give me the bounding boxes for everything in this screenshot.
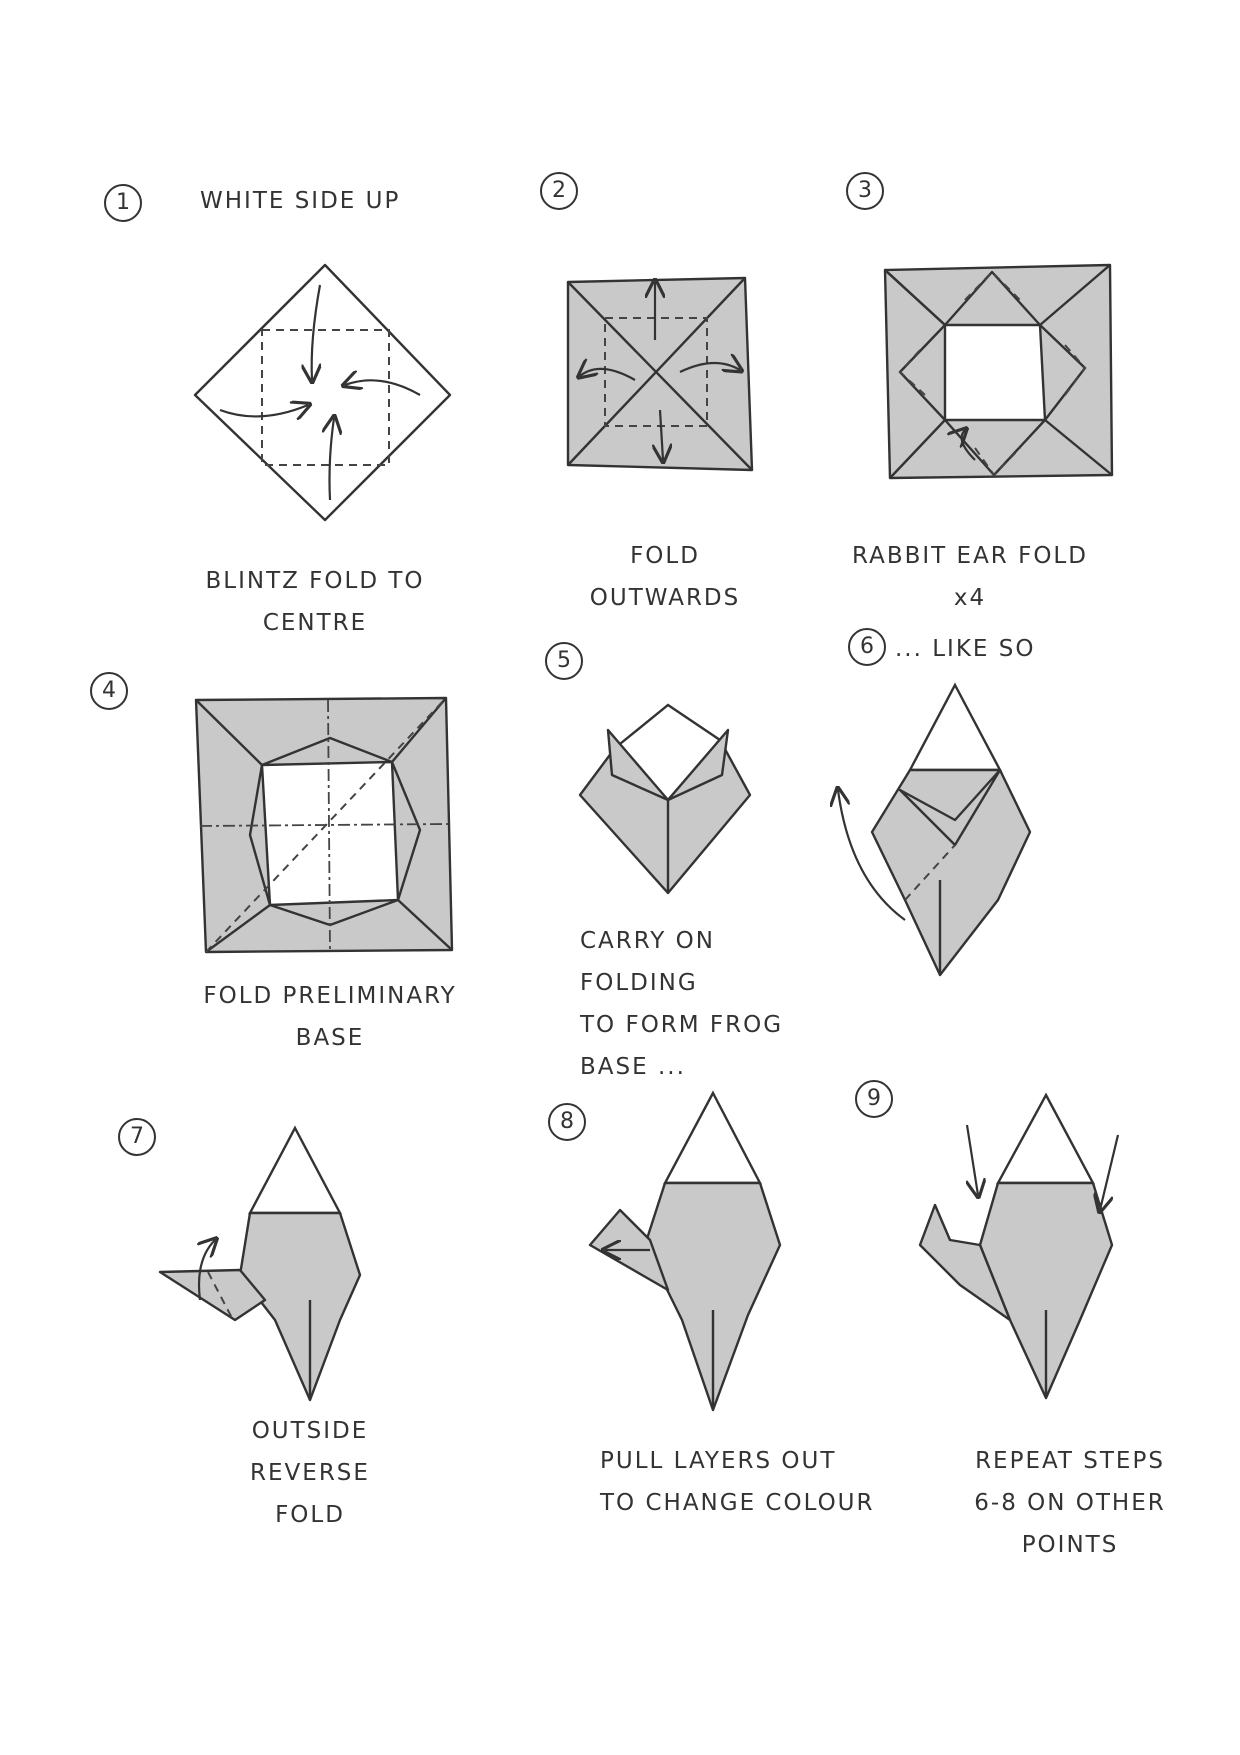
- blintz-crease-lines: [261, 329, 390, 466]
- unfold-arrow-right: [679, 363, 740, 372]
- rabbit-ear-arrow: [962, 430, 976, 461]
- step-5-number: 5: [545, 642, 583, 680]
- reverse-fold-arrow: [199, 1240, 215, 1301]
- step-8-number: 8: [548, 1103, 586, 1141]
- step-3-number: 3: [846, 172, 884, 210]
- step-2-caption: FOLD OUTWARDS: [589, 543, 741, 611]
- repeat-arrow-right: [1100, 1134, 1120, 1210]
- step-5-caption: CARRY ON FOLDING TO FORM FROG BASE ...: [580, 928, 784, 1080]
- step-7-number: 7: [118, 1118, 156, 1156]
- fold-arrow-top: [312, 284, 320, 380]
- upper-point: [995, 1092, 1096, 1185]
- fold-arrow-right: [345, 380, 421, 396]
- step-1-caption: BLINTZ FOLD TO CENTRE: [205, 568, 425, 636]
- mountain-crease-vertical: [327, 699, 331, 951]
- square-creases: [604, 317, 708, 427]
- step-3-caption: RABBIT EAR FOLD x4: [852, 543, 1088, 611]
- step-1-title: WHITE SIDE UP: [200, 188, 401, 214]
- repeat-arrow-left: [967, 1124, 978, 1195]
- step-7-caption: OUTSIDE REVERSE FOLD: [250, 1418, 370, 1528]
- step-4-number: 4: [90, 672, 128, 710]
- step-6-number: 6: [848, 628, 886, 666]
- step-9-number: 9: [855, 1080, 893, 1118]
- step-6-title: ... LIKE SO: [895, 636, 1036, 662]
- step-4-caption: FOLD PRELIMINARY BASE: [203, 983, 457, 1051]
- mountain-crease-horizontal: [199, 823, 449, 827]
- step-2-number: 2: [540, 172, 578, 210]
- left-leg-up: [918, 1203, 1012, 1322]
- step-9-caption: REPEAT STEPS 6-8 ON OTHER POINTS: [974, 1448, 1166, 1558]
- fold-arrow-left: [219, 405, 308, 416]
- step-1-number: 1: [104, 184, 142, 222]
- reversed-leg: [158, 1268, 267, 1322]
- lift-arrow: [838, 790, 906, 921]
- blintz-square: [193, 263, 452, 522]
- fold-arrow-bottom: [330, 418, 335, 501]
- unfold-arrow-left: [580, 369, 636, 381]
- body: [870, 768, 1032, 977]
- unfold-arrow-down: [660, 409, 663, 460]
- step-8-caption: PULL LAYERS OUT TO CHANGE COLOUR: [600, 1448, 875, 1516]
